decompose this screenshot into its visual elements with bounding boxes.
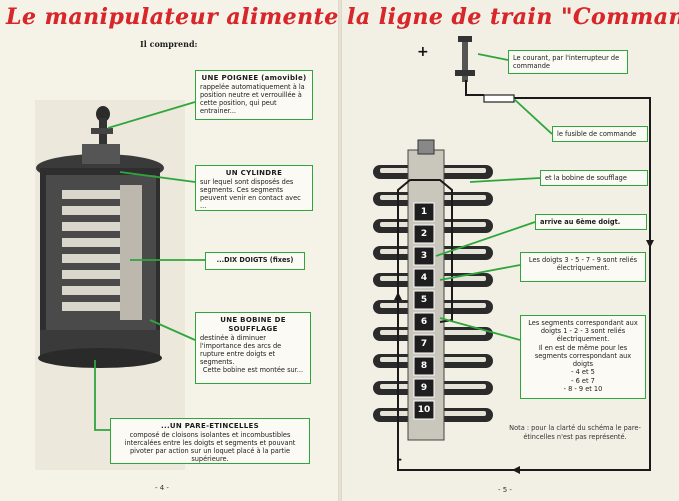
finger-label-8: 8 bbox=[420, 361, 428, 371]
finger-label-2: 2 bbox=[420, 229, 428, 239]
callout-doigts-relies: Les doigts 3 - 5 - 7 - 9 sont reliés éle… bbox=[520, 252, 646, 282]
manipulator-photo bbox=[35, 100, 185, 470]
callout-bobine-head: UNE BOBINE DE SOUFFLAGE bbox=[220, 316, 286, 333]
plus-sign: + bbox=[417, 44, 429, 60]
finger-label-4: 4 bbox=[420, 273, 428, 283]
callout-doigts: ...DIX DOIGTS (fixes) bbox=[205, 252, 305, 270]
callout-segments-l2: Il en est de même pour les segments corr… bbox=[534, 343, 632, 369]
callout-poignee-text: rappelée automatiquement à la position n… bbox=[200, 82, 305, 116]
callout-soufflage: et la bobine de soufflage bbox=[540, 170, 648, 186]
callout-soufflage-text: et la bobine de soufflage bbox=[545, 174, 627, 182]
callout-doigts-text: ...DIX DOIGTS (fixes) bbox=[216, 256, 294, 264]
callout-pare-etincelles: ...UN PARE-ETINCELLES composé de cloison… bbox=[110, 418, 310, 464]
note-text: Nota : pour la clarté du schéma le pare-… bbox=[509, 424, 641, 441]
callout-poignee-head: UNE POIGNEE (amovible) bbox=[201, 74, 307, 82]
page-title: Le manipulateur alimente la ligne de tra… bbox=[6, 4, 679, 30]
callout-courant-text: Le courant, par l'interrupteur de comman… bbox=[513, 54, 620, 71]
callout-cylindre-text: sur lequel sont disposés des segments. C… bbox=[200, 177, 301, 211]
callout-pare-head: ...UN PARE-ETINCELLES bbox=[161, 422, 259, 430]
finger-label-7: 7 bbox=[420, 339, 428, 349]
callout-poignee: UNE POIGNEE (amovible) rappelée automati… bbox=[195, 70, 313, 120]
callout-bobine-text: destinée à diminuer l'importance des arc… bbox=[200, 333, 282, 367]
page-number-right: - 5 - bbox=[498, 486, 512, 494]
intro-text: Il comprend: bbox=[140, 39, 198, 49]
callout-segments-l4: - 6 et 7 bbox=[571, 376, 595, 385]
callout-bobine-text2: Cette bobine est montée sur... bbox=[202, 366, 304, 375]
cylinder-schematic bbox=[373, 36, 515, 441]
callout-fusible: le fusible de commande bbox=[552, 126, 648, 142]
finger-label-10: 10 bbox=[417, 405, 431, 415]
callout-segments-l1: Les segments correspondant aux doigts 1 … bbox=[528, 319, 638, 344]
callout-fusible-text: le fusible de commande bbox=[557, 130, 637, 138]
page-number-left: - 4 - bbox=[155, 484, 169, 492]
callout-segments-l5: - 8 - 9 et 10 bbox=[563, 384, 603, 393]
callout-segments: Les segments correspondant aux doigts 1 … bbox=[520, 315, 646, 399]
finger-label-9: 9 bbox=[420, 383, 428, 393]
callout-bobine: UNE BOBINE DE SOUFFLAGE destinée à dimin… bbox=[195, 312, 311, 384]
finger-label-5: 5 bbox=[420, 295, 428, 305]
callout-sixieme-text: arrive au 6ème doigt. bbox=[540, 218, 621, 226]
circuit-wire bbox=[397, 80, 651, 471]
callout-courant: Le courant, par l'interrupteur de comman… bbox=[508, 50, 628, 74]
callout-cylindre: UN CYLINDRE sur lequel sont disposés des… bbox=[195, 165, 313, 211]
callout-cylindre-head: UN CYLINDRE bbox=[225, 169, 283, 177]
minus-sign: - bbox=[397, 452, 402, 466]
finger-label-1: 1 bbox=[420, 207, 428, 217]
callout-segments-l3: - 4 et 5 bbox=[571, 368, 595, 377]
finger-label-6: 6 bbox=[420, 317, 428, 327]
finger-label-3: 3 bbox=[420, 251, 428, 261]
callout-pare-text: composé de cloisons isolantes et incombu… bbox=[124, 430, 296, 464]
page-fold bbox=[338, 0, 342, 501]
callout-relies-text: Les doigts 3 - 5 - 7 - 9 sont reliés éle… bbox=[528, 256, 638, 273]
callout-sixieme-doigt: arrive au 6ème doigt. bbox=[535, 214, 647, 230]
